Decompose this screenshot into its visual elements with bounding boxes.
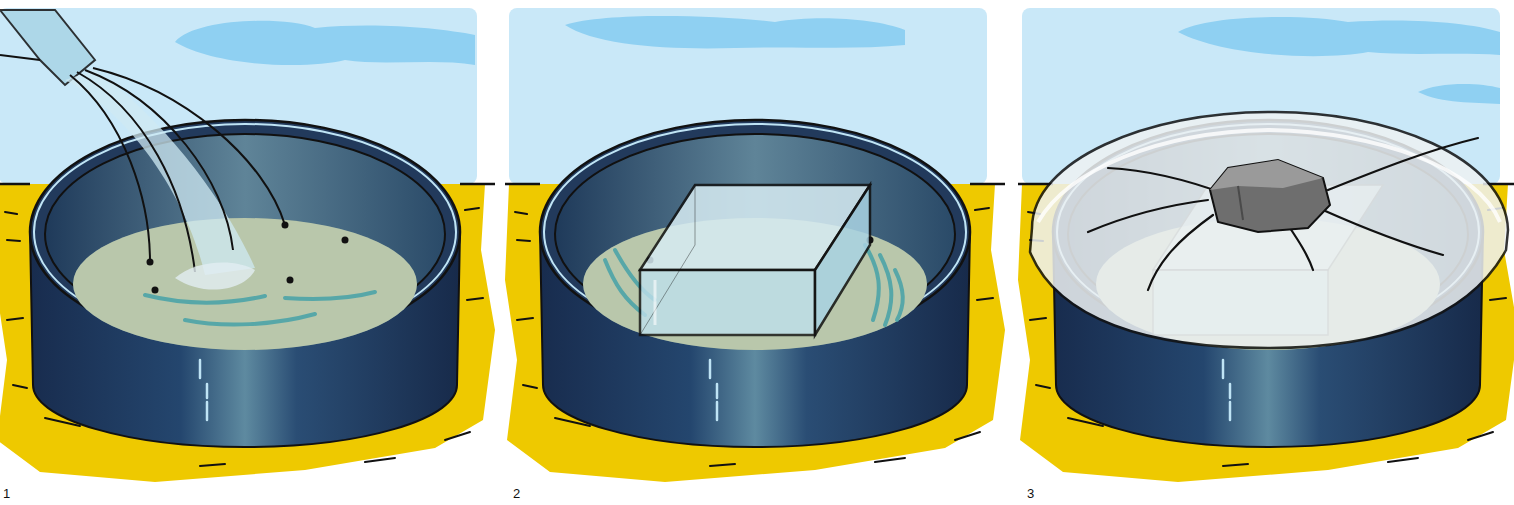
panel-number: 3 — [1027, 487, 1034, 501]
panel-number: 2 — [513, 487, 520, 501]
panel-number: 1 — [3, 487, 10, 501]
panel-pour-water — [0, 8, 495, 482]
panel-place-container — [505, 8, 1005, 482]
panel-cover-with-rock — [1018, 8, 1514, 482]
